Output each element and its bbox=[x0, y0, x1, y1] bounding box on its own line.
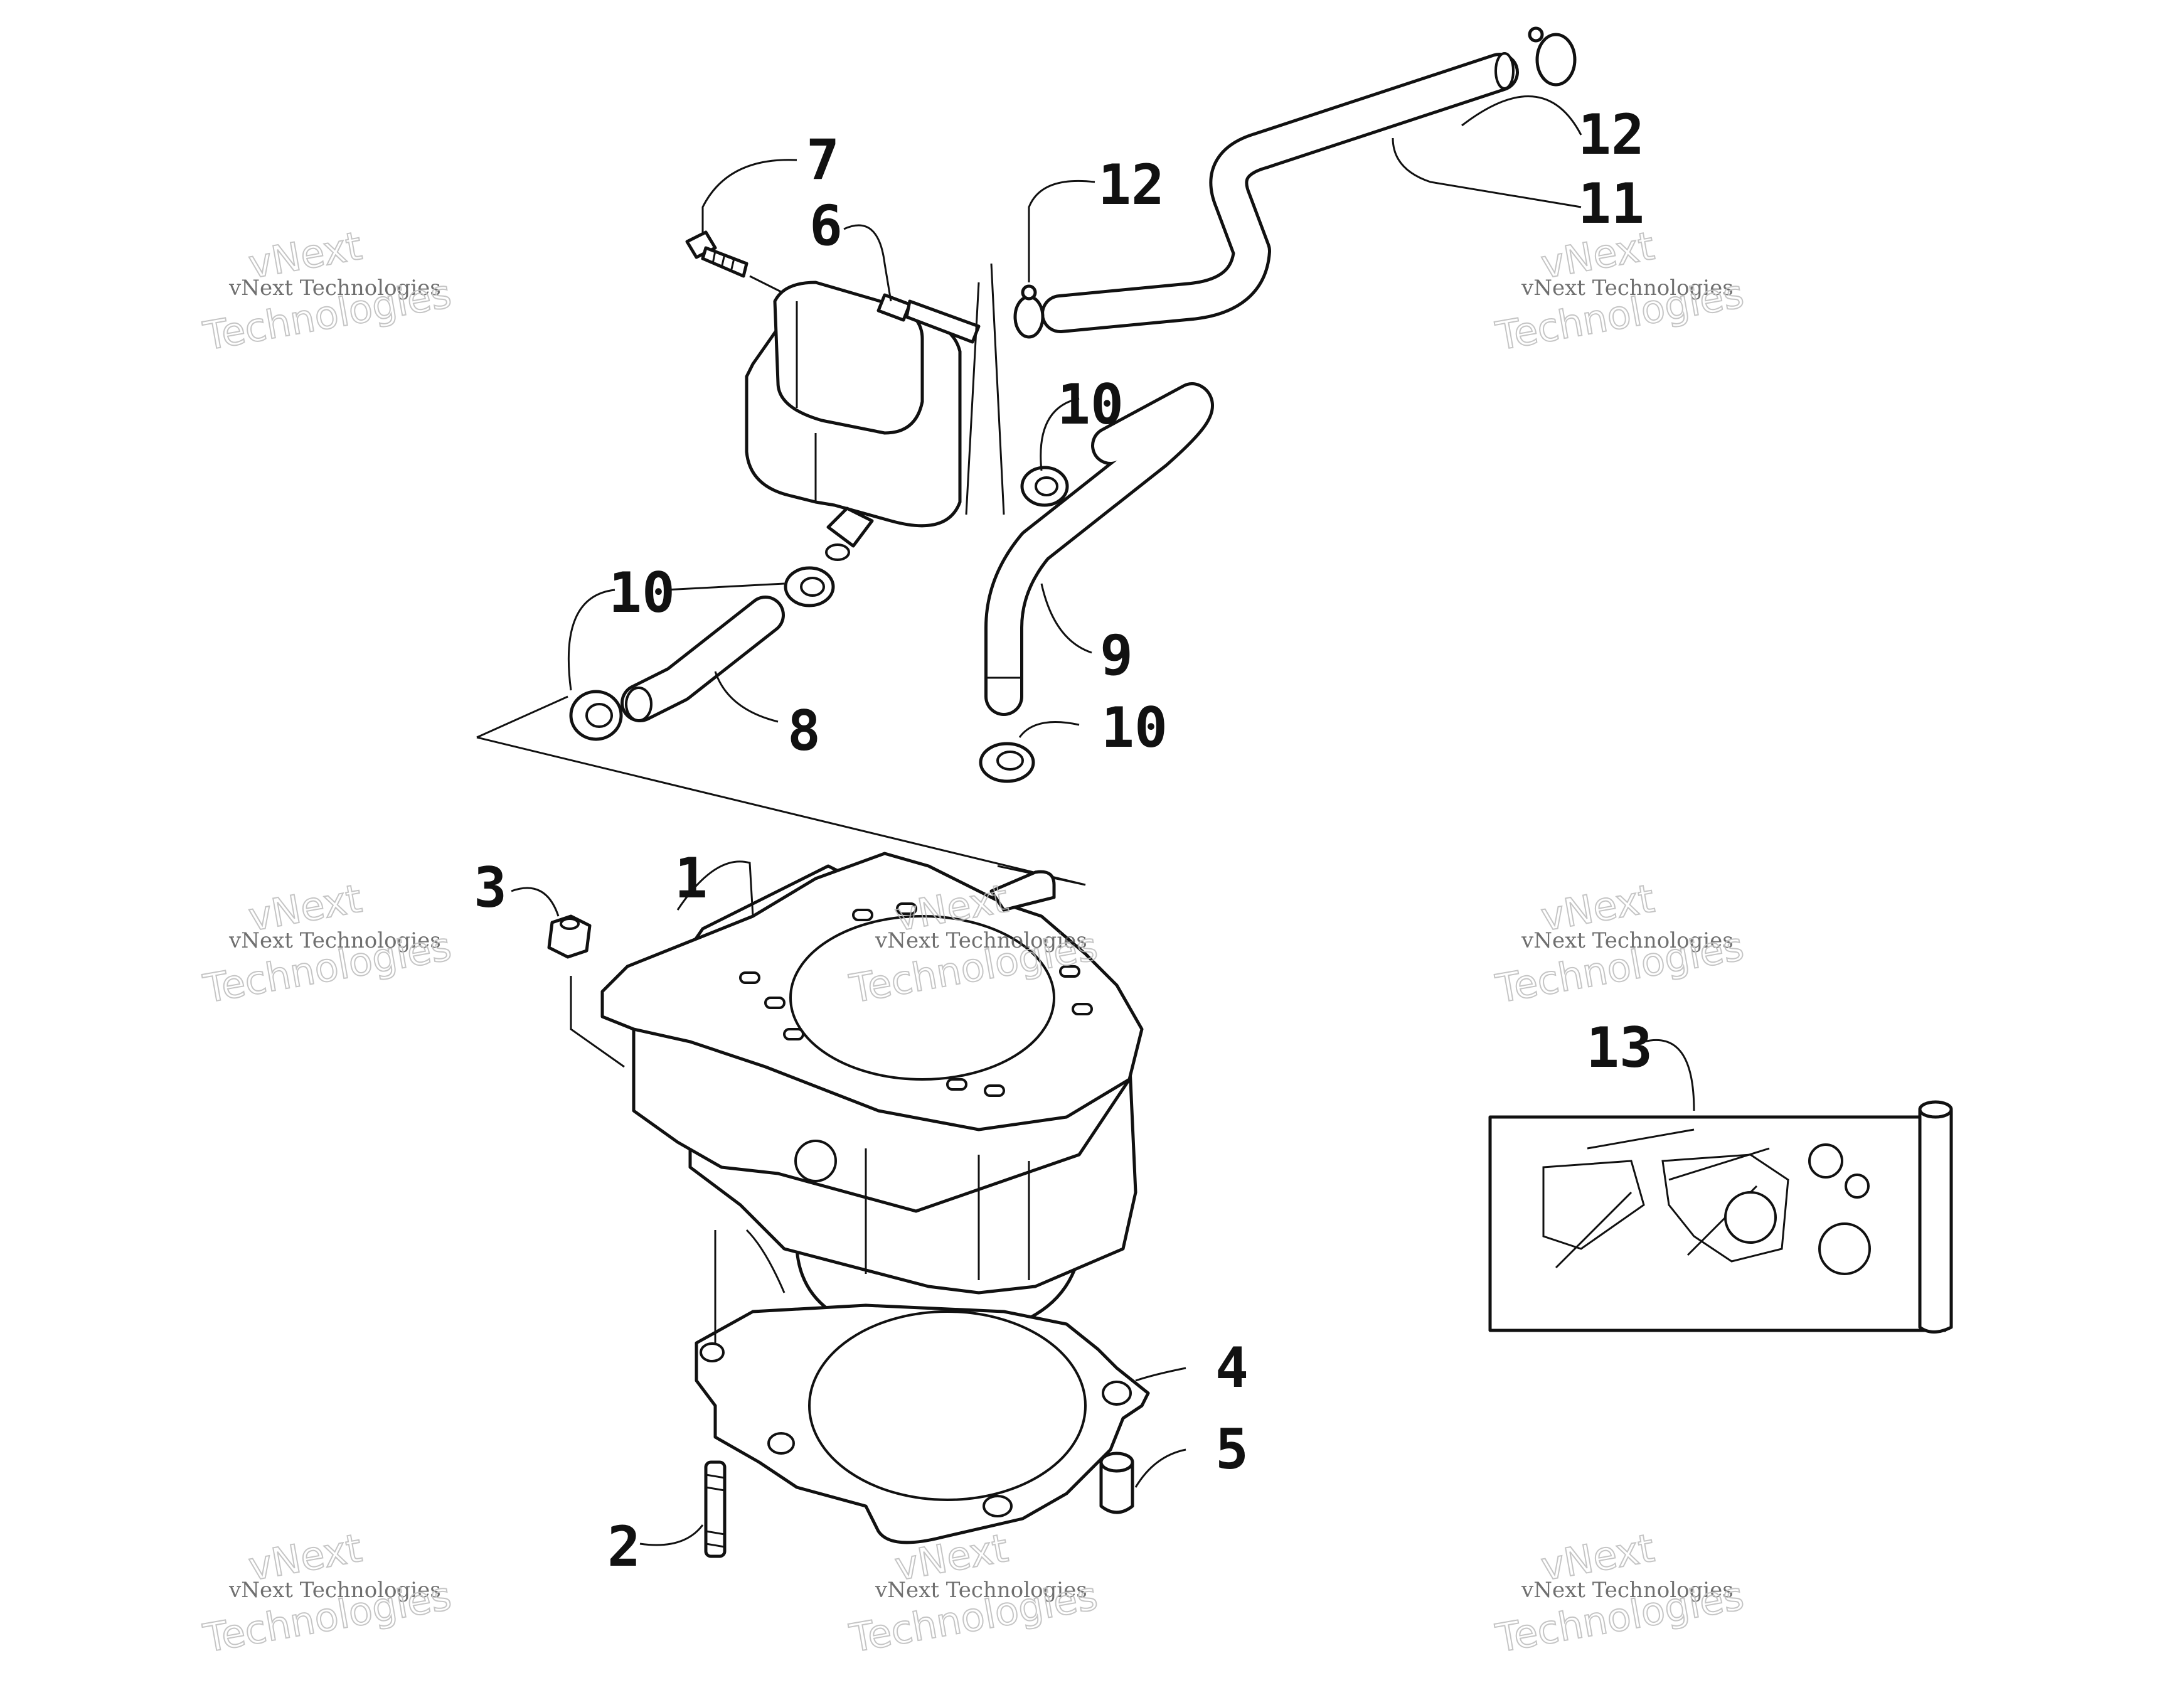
callout-10-upper: 10 bbox=[1057, 372, 1124, 437]
callout-12-end: 12 bbox=[1578, 102, 1644, 167]
watermark: vNext Technologies vNext Technologies bbox=[200, 222, 455, 360]
callouts: 1 2 3 4 5 6 7 8 9 10 10 10 11 12 12 13 bbox=[474, 102, 1653, 1579]
callout-3: 3 bbox=[474, 855, 507, 920]
breather-tank bbox=[745, 281, 981, 561]
callout-11: 11 bbox=[1578, 171, 1644, 236]
watermark: vNext Technologies vNext Technologies bbox=[1492, 875, 1748, 1013]
svg-text:vNext Technologies: vNext Technologies bbox=[875, 928, 1087, 953]
svg-text:vNext Technologies: vNext Technologies bbox=[1521, 275, 1734, 301]
clamp-12-tank bbox=[1013, 284, 1045, 339]
svg-text:vNext Technologies: vNext Technologies bbox=[228, 928, 441, 953]
leader-lines bbox=[511, 95, 1695, 1546]
bolt bbox=[685, 230, 748, 278]
clamp-10-b bbox=[784, 566, 835, 607]
hose-11 bbox=[1041, 52, 1519, 333]
cylinder bbox=[600, 852, 1144, 1339]
svg-text:vNext Technologies: vNext Technologies bbox=[1521, 1578, 1734, 1603]
watermark: vNext Technologies vNext Technologies bbox=[846, 875, 1102, 1013]
callout-1: 1 bbox=[674, 846, 708, 911]
callout-2: 2 bbox=[607, 1514, 641, 1579]
clamp-12-end bbox=[1528, 26, 1577, 87]
callout-10-left: 10 bbox=[609, 560, 675, 625]
callout-8: 8 bbox=[787, 698, 821, 763]
svg-text:vNext Technologies: vNext Technologies bbox=[228, 275, 441, 301]
callout-13: 13 bbox=[1586, 1015, 1653, 1080]
watermark: vNext Technologies vNext Technologies bbox=[1492, 1524, 1748, 1662]
callout-4: 4 bbox=[1215, 1335, 1249, 1400]
watermark: vNext Technologies vNext Technologies bbox=[1492, 222, 1748, 360]
svg-text:vNext Technologies: vNext Technologies bbox=[875, 1578, 1087, 1603]
callout-10-lower: 10 bbox=[1101, 695, 1168, 760]
svg-text:vNext Technologies: vNext Technologies bbox=[228, 1578, 441, 1603]
svg-text:vNext Technologies: vNext Technologies bbox=[1521, 928, 1734, 953]
hose-9 bbox=[984, 382, 1214, 716]
callout-5: 5 bbox=[1215, 1417, 1249, 1482]
gasket-kit bbox=[1488, 1100, 1953, 1334]
callout-12-tank: 12 bbox=[1098, 152, 1164, 217]
clamp-10-d bbox=[979, 742, 1035, 783]
stud bbox=[704, 1460, 727, 1558]
callout-6: 6 bbox=[809, 193, 843, 258]
hose-8 bbox=[621, 596, 785, 722]
dowel-pin bbox=[1099, 1452, 1134, 1514]
flange-nut bbox=[547, 914, 592, 959]
clamp-10-a bbox=[569, 690, 623, 741]
callout-7: 7 bbox=[806, 127, 839, 192]
watermark: vNext Technologies vNext Technologies bbox=[846, 1524, 1102, 1662]
watermark: vNext Technologies vNext Technologies bbox=[200, 1524, 455, 1662]
callout-9: 9 bbox=[1100, 623, 1133, 688]
watermark: vNext Technologies vNext Technologies bbox=[200, 875, 455, 1013]
clamp-10-c bbox=[1020, 466, 1069, 507]
bolt-holes bbox=[739, 902, 1093, 1097]
base-gasket bbox=[695, 1303, 1150, 1544]
